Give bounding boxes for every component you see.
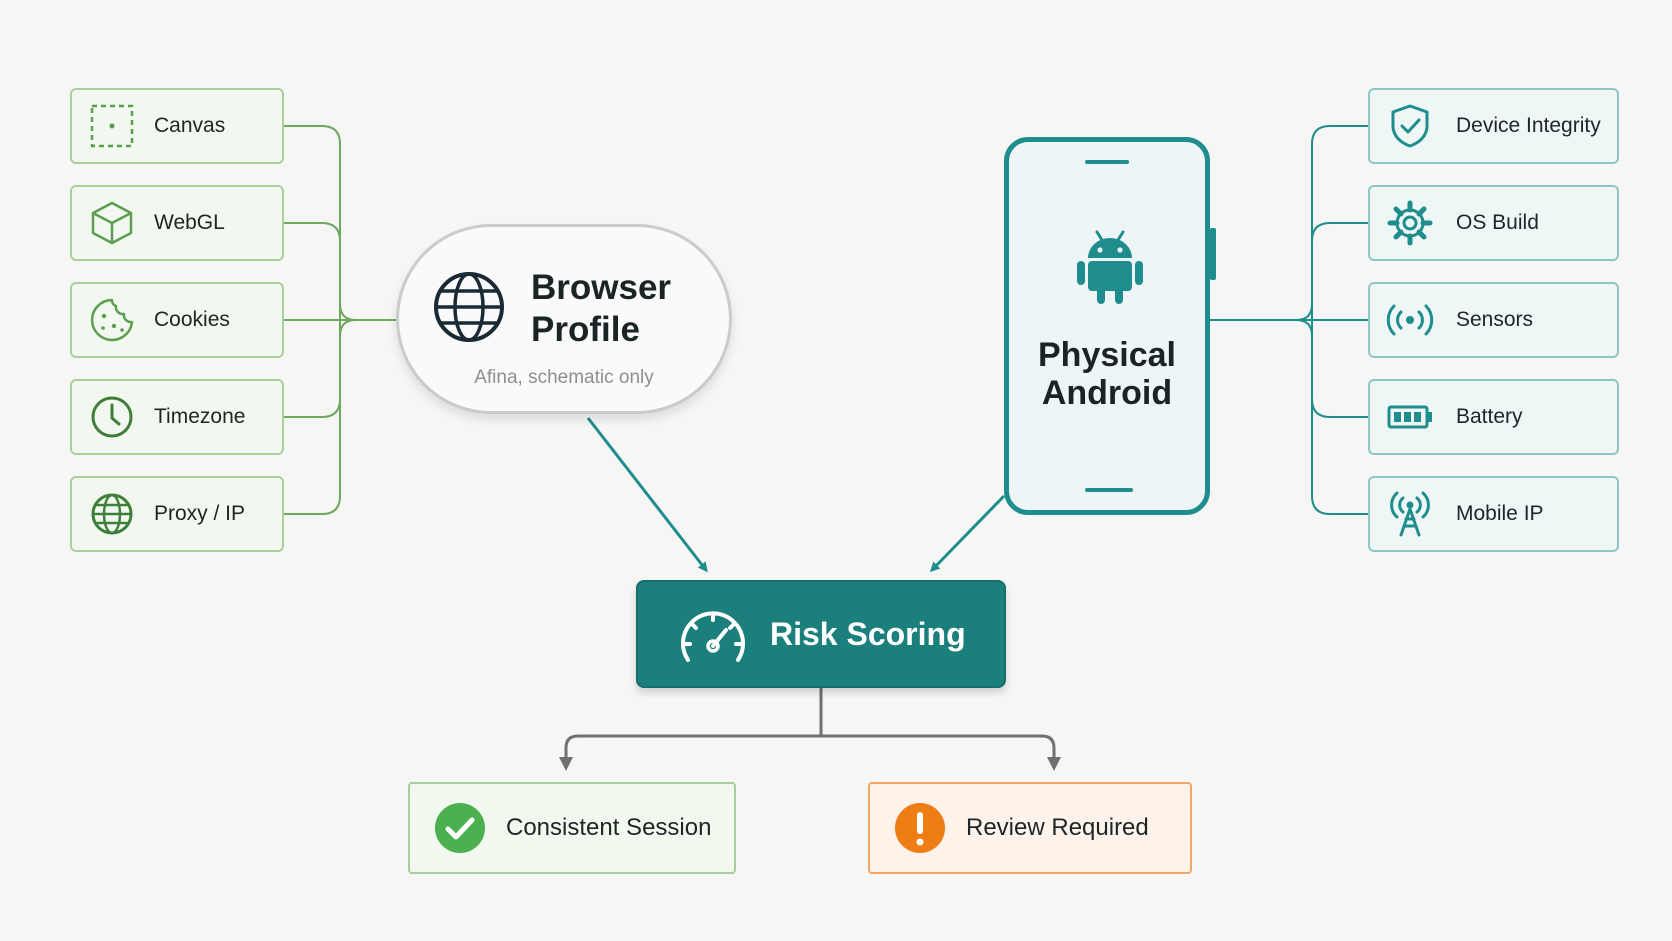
android-to-risk-arrow: [929, 494, 1006, 573]
android-icon: [1077, 230, 1143, 304]
signal-label: Battery: [1456, 405, 1523, 428]
signal-card-proxy-ip[interactable]: Proxy / IP: [70, 476, 284, 552]
cube-icon: [91, 201, 133, 245]
clock-icon: [91, 396, 133, 438]
browser-profile-title: Browser Profile: [531, 268, 672, 349]
browser-profile-node[interactable]: Browser Profile Afina, schematic only: [396, 224, 732, 414]
signal-card-battery[interactable]: Battery: [1368, 379, 1619, 455]
outcome-split-lines: [559, 688, 1061, 771]
signal-label: WebGL: [154, 211, 225, 234]
risk-scoring-node[interactable]: Risk Scoring: [636, 580, 1006, 688]
risk-scoring-label: Risk Scoring: [770, 616, 966, 652]
signal-label: Sensors: [1456, 308, 1534, 331]
gear-icon: [1387, 200, 1433, 246]
signal-label: Mobile IP: [1456, 502, 1544, 525]
right-bracket-lines: [1210, 125, 1368, 515]
gauge-icon: [681, 611, 745, 662]
browser-profile-subtitle: Afina, schematic only: [474, 367, 654, 388]
physical-android-title: Physical Android: [1038, 336, 1176, 412]
check-circle-icon: [435, 803, 485, 853]
battery-icon: [1387, 405, 1432, 429]
signal-label: Proxy / IP: [154, 502, 246, 525]
signal-label: Timezone: [154, 405, 246, 428]
signal-card-mobile-ip[interactable]: Mobile IP: [1368, 476, 1619, 552]
signal-card-sensors[interactable]: Sensors: [1368, 282, 1619, 358]
left-bracket-lines: [284, 125, 396, 515]
signal-label: Device Integrity: [1456, 114, 1601, 137]
globe-icon: [434, 272, 504, 342]
signal-label: OS Build: [1456, 211, 1539, 234]
signal-card-device-integrity[interactable]: Device Integrity: [1368, 88, 1619, 164]
signal-label: Canvas: [154, 114, 226, 137]
signal-card-webgl[interactable]: WebGL: [70, 185, 284, 261]
shield-check-icon: [1391, 104, 1429, 148]
canvas-icon: [90, 104, 134, 148]
outcome-label: Review Required: [966, 814, 1149, 841]
cookie-icon: [90, 298, 134, 342]
globe-icon: [91, 493, 133, 535]
signal-card-canvas[interactable]: Canvas: [70, 88, 284, 164]
phone-side-button: [1210, 228, 1216, 280]
phone-speaker: [1085, 160, 1129, 164]
outcome-review-required[interactable]: Review Required: [868, 782, 1192, 874]
phone-home-bar: [1085, 488, 1133, 492]
browser-to-risk-arrow: [586, 417, 708, 573]
signal-card-os-build[interactable]: OS Build: [1368, 185, 1619, 261]
signal-label: Cookies: [154, 308, 230, 331]
broadcast-icon: [1386, 304, 1434, 336]
signal-card-cookies[interactable]: Cookies: [70, 282, 284, 358]
signal-card-timezone[interactable]: Timezone: [70, 379, 284, 455]
physical-android-node[interactable]: Physical Android: [1004, 137, 1216, 515]
antenna-tower-icon: [1390, 491, 1430, 537]
exclamation-circle-icon: [895, 803, 945, 853]
outcome-consistent-session[interactable]: Consistent Session: [408, 782, 736, 874]
outcome-label: Consistent Session: [506, 814, 712, 841]
